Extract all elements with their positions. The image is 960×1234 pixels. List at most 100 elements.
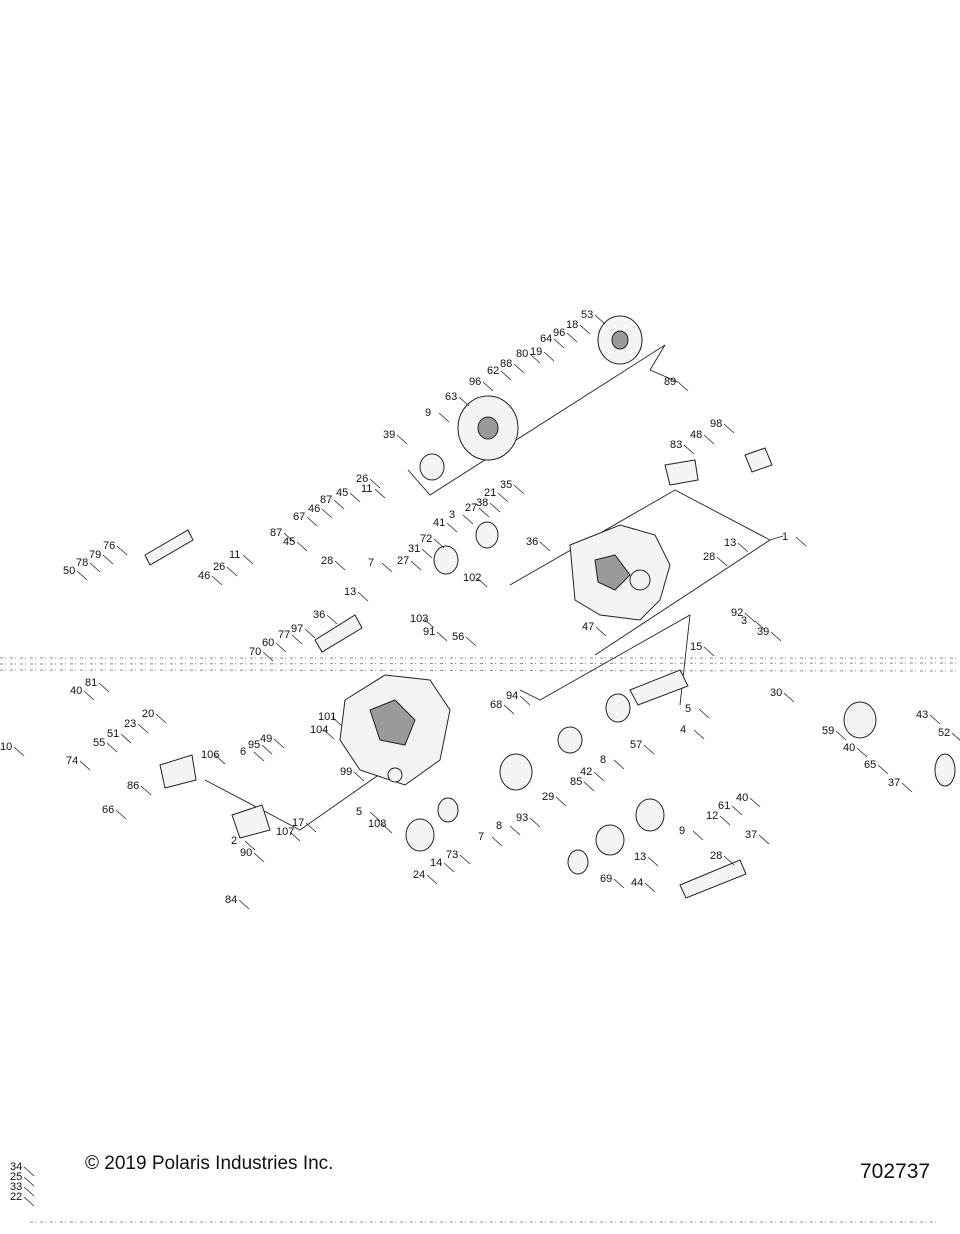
callout-31: 31 (408, 543, 420, 555)
callout-leader (296, 541, 308, 552)
callout-14: 14 (430, 857, 442, 869)
motor-98 (744, 447, 773, 473)
callout-leader (509, 825, 521, 836)
transmission-case-upper (569, 524, 671, 621)
callout-leader (226, 566, 238, 577)
callout-50: 50 (63, 565, 75, 577)
callout-leader (579, 324, 591, 335)
callout-leader (396, 434, 408, 445)
callout-leader (137, 723, 149, 734)
callout-leader (877, 764, 889, 775)
callout-leader (23, 1166, 35, 1177)
shaft-30 (679, 859, 747, 899)
callout-leader (583, 781, 595, 792)
callout-103: 103 (410, 613, 428, 625)
callout-68: 68 (490, 699, 502, 711)
callout-1: 1 (782, 531, 788, 543)
callout-36: 36 (313, 609, 325, 621)
callout-39: 39 (757, 626, 769, 638)
callout-leader (513, 363, 525, 374)
callout-leader (783, 692, 795, 703)
callout-leader (539, 541, 551, 552)
callout-leader (289, 831, 301, 842)
callout-29: 29 (542, 791, 554, 803)
callout-95: 95 (248, 739, 260, 751)
seal-40 (437, 797, 589, 875)
callout-96: 96 (469, 376, 481, 388)
callout-leader (719, 815, 731, 826)
callout-108: 108 (368, 818, 386, 830)
callout-8: 8 (600, 754, 606, 766)
callout-73: 73 (446, 849, 458, 861)
callout-56: 56 (452, 631, 464, 643)
callout-leader (500, 370, 512, 381)
callout-10: 10 (0, 741, 12, 753)
callout-leader (458, 396, 470, 407)
gear-69 (635, 798, 665, 832)
callout-67: 67 (293, 511, 305, 523)
callout-leader (529, 353, 541, 364)
callout-leader (901, 782, 913, 793)
callout-leader (353, 771, 365, 782)
callout-88: 88 (500, 358, 512, 370)
callout-80: 80 (516, 348, 528, 360)
callout-leader (211, 575, 223, 586)
callout-76: 76 (103, 540, 115, 552)
shaft-79 (144, 529, 194, 566)
callout-leader (381, 823, 393, 834)
callout-59: 59 (822, 725, 834, 737)
callout-104: 104 (310, 724, 328, 736)
callout-21: 21 (484, 487, 496, 499)
callout-leader (214, 754, 226, 765)
callout-leader (283, 532, 295, 543)
callout-28: 28 (321, 555, 333, 567)
callout-leader (120, 733, 132, 744)
callout-leader (238, 899, 250, 910)
gear-73 (499, 753, 533, 791)
callout-leader (462, 514, 474, 525)
copyright-notice: © 2019 Polaris Industries Inc. (85, 1153, 334, 1174)
group-84-bracket (204, 759, 401, 831)
callout-43: 43 (916, 709, 928, 721)
callout-leader (737, 542, 749, 553)
callout-leader (410, 560, 422, 571)
callout-leader (553, 338, 565, 349)
callout-26: 26 (356, 473, 368, 485)
callout-leader (758, 834, 770, 845)
callout-leader (465, 636, 477, 647)
callout-leader (326, 614, 338, 625)
callout-91: 91 (423, 626, 435, 638)
callout-leader (369, 811, 381, 822)
callout-leader (155, 713, 167, 724)
callout-leader (321, 508, 333, 519)
callout-41: 41 (433, 517, 445, 529)
callout-26: 26 (213, 561, 225, 573)
callout-leader (275, 642, 287, 653)
callout-34: 34 (10, 1161, 22, 1173)
callout-leader (703, 646, 715, 657)
callout-64: 64 (540, 333, 552, 345)
callout-6: 6 (240, 746, 246, 758)
callout-leader (436, 631, 448, 642)
callout-leader (716, 556, 728, 567)
callout-101: 101 (318, 711, 336, 723)
callout-17: 17 (292, 817, 304, 829)
bracket-83 (664, 459, 699, 486)
group-89-bracket (407, 344, 679, 496)
callout-38: 38 (476, 497, 488, 509)
scan-noise-band (0, 657, 960, 1223)
callout-leader (519, 695, 531, 706)
callout-leader (643, 744, 655, 755)
callout-81: 81 (85, 677, 97, 689)
callout-11: 11 (361, 483, 372, 495)
callout-leader (476, 577, 488, 588)
callout-leader (754, 620, 766, 631)
callout-leader (723, 855, 735, 866)
callout-93: 93 (516, 812, 528, 824)
callout-leader (683, 444, 695, 455)
callout-leader (306, 516, 318, 527)
callout-leader (677, 381, 689, 392)
callout-leader (262, 651, 274, 662)
gear-31 (433, 545, 459, 575)
